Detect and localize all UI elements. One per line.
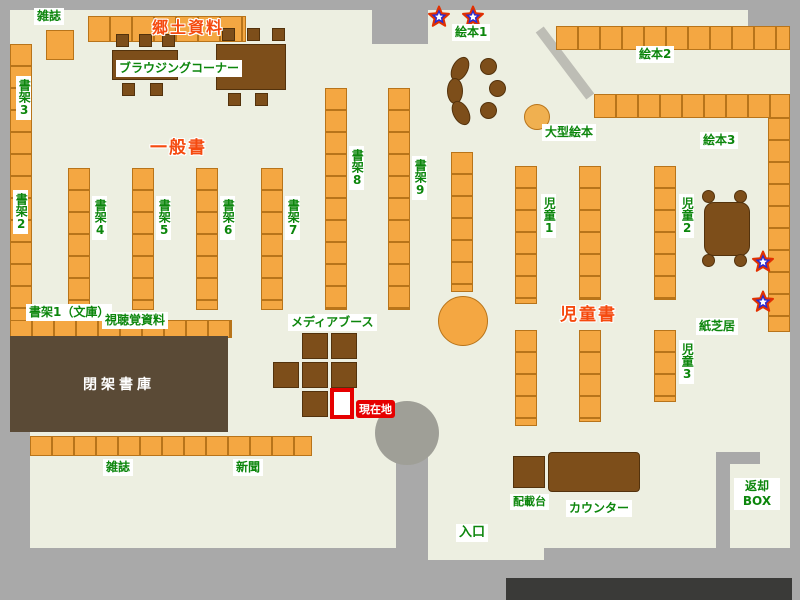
label-entrance: 入口 [456, 524, 489, 543]
label-magazines-top: 雑誌 [34, 8, 65, 25]
shelf-shoka7 [261, 168, 283, 310]
media-booth-seat [331, 362, 357, 388]
chair [255, 93, 268, 106]
label-jido2: 児童2 [679, 194, 695, 238]
shelf-jido2 [654, 166, 676, 300]
label-newspaper: 新聞 [233, 459, 264, 476]
shelf-shoka5 [132, 168, 154, 310]
wall-bottom-dark-strip [506, 578, 792, 600]
star-icon [428, 5, 450, 27]
label-shoka8: 書架8 [349, 146, 365, 190]
label-ehon3: 絵本3 [700, 132, 739, 149]
star-icon [462, 5, 484, 27]
label-browsing-corner: ブラウジングコーナー [116, 60, 243, 77]
label-shoka6: 書架6 [220, 196, 236, 240]
current-location-badge: 現在地 [356, 400, 395, 418]
shelf-jido1 [515, 166, 537, 304]
label-ogata-ehon: 大型絵本 [542, 124, 597, 141]
label-ehon2: 絵本2 [636, 46, 675, 63]
label-return-box: 返却BOX [734, 478, 780, 510]
label-shoka9: 書架9 [412, 156, 428, 200]
area-title-kyodo: 郷土資料 [152, 18, 225, 37]
chair [228, 93, 241, 106]
chair [702, 254, 715, 267]
shelf-shoka4 [68, 168, 90, 310]
media-booth-seat [273, 362, 299, 388]
wall-entrance-pillar-stem [396, 455, 428, 568]
chair [139, 34, 152, 47]
area-title-jido: 児童書 [560, 305, 617, 325]
sorting-table [513, 456, 545, 488]
label-magazines-bottom: 雑誌 [103, 459, 134, 476]
chair [162, 34, 175, 47]
closed-stacks-room: 閉架書庫 [10, 336, 228, 432]
wall-bottom-right [544, 548, 792, 568]
label-shoka7: 書架7 [285, 196, 301, 240]
wall-top-pillar [372, 0, 428, 44]
shelf-magazine-newspaper [30, 436, 312, 456]
star-icon [752, 290, 774, 312]
label-kamishibai: 紙芝居 [696, 318, 739, 335]
wall-returnbox-left [716, 452, 730, 552]
chair [734, 254, 747, 267]
label-shoka2: 書架2 [13, 190, 29, 234]
shelf-center [451, 152, 473, 292]
wall-left-bottom [10, 432, 30, 562]
label-sorting-table: 配載台 [510, 494, 549, 510]
ehon1-stool [480, 58, 497, 75]
label-jido3: 児童3 [679, 340, 695, 384]
chair [116, 34, 129, 47]
shelf-jido3 [654, 330, 676, 402]
label-shoka5: 書架5 [156, 196, 172, 240]
wall-returnbox-top [716, 452, 760, 464]
chair [222, 28, 235, 41]
label-media-booth: メディアブース [288, 314, 377, 331]
shelf-shoka6 [196, 168, 218, 310]
shelf-magazine-top [46, 30, 74, 60]
chair [272, 28, 285, 41]
shelf-jido-lower2 [579, 330, 601, 422]
label-shoka3: 書架3 [16, 76, 32, 120]
media-booth-seat [302, 333, 328, 359]
children-table [704, 202, 750, 256]
label-ehon1: 絵本1 [452, 24, 491, 41]
wall-bottom-left [10, 548, 396, 568]
chair [150, 83, 163, 96]
shelf-jido1b [579, 166, 601, 300]
area-title-ippan: 一般書 [150, 138, 207, 158]
chair [247, 28, 260, 41]
shelf-right-wall [768, 118, 790, 332]
media-booth-seat [302, 362, 328, 388]
current-location-booth [330, 388, 354, 419]
label-shichokaku: 視聴覚資料 [102, 312, 169, 329]
label-shoka4: 書架4 [92, 196, 108, 240]
shelf-jido-lower1 [515, 330, 537, 426]
ehon1-stool [480, 102, 497, 119]
star-icon [752, 250, 774, 272]
counter-desk [548, 452, 640, 492]
media-booth-seat [302, 391, 328, 417]
label-jido1: 児童1 [541, 194, 557, 238]
chair [122, 83, 135, 96]
media-booth-seat [331, 333, 357, 359]
label-shoka1-bunko: 書架1（文庫） [26, 304, 113, 321]
ehon1-stool [489, 80, 506, 97]
round-table [438, 296, 488, 346]
label-counter: カウンター [566, 500, 633, 517]
closed-stacks-label: 閉架書庫 [83, 377, 155, 393]
shelf-shoka8 [325, 88, 347, 310]
shelf-ehon3 [594, 94, 790, 118]
shelf-shoka9 [388, 88, 410, 310]
